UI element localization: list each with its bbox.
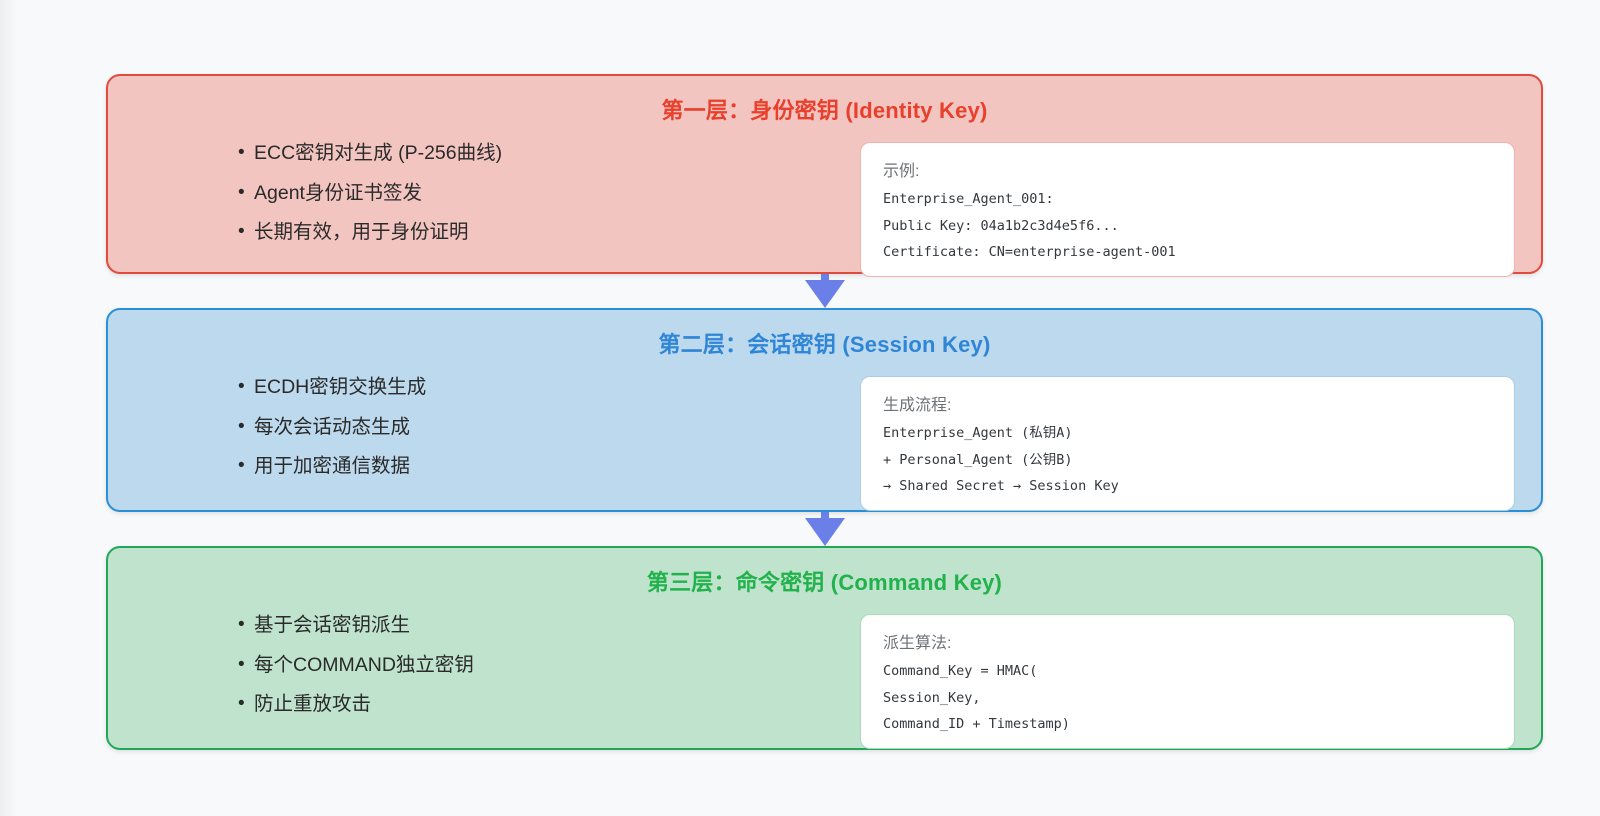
layer-title-session-key: 第二层：会话密钥 (Session Key): [658, 332, 991, 357]
example-card-title: 示例:: [883, 163, 920, 181]
list-item: 基于会话密钥派生: [238, 615, 830, 636]
list-item: Agent身份证书签发: [238, 183, 830, 204]
code-line: Session_Key,: [883, 689, 981, 706]
layer-body-identity-key: ECC密钥对生成 (P-256曲线) Agent身份证书签发 长期有效，用于身份…: [130, 142, 1519, 277]
code-line: Certificate: CN=enterprise-agent-001: [883, 244, 1176, 261]
layer-body-session-key: ECDH密钥交换生成 每次会话动态生成 用于加密通信数据 生成流程: Enter…: [130, 376, 1519, 511]
page-left-gutter: [0, 0, 17, 816]
example-card-title: 派生算法:: [883, 635, 952, 653]
layers-container: 第一层：身份密钥 (Identity Key) ECC密钥对生成 (P-256曲…: [106, 74, 1543, 750]
example-card-title: 生成流程:: [883, 397, 952, 415]
code-line: + Personal_Agent (公钥B): [883, 451, 1073, 468]
list-item: 长期有效，用于身份证明: [238, 222, 830, 243]
code-line: Enterprise_Agent (私钥A): [883, 425, 1073, 442]
feature-list-identity-key: ECC密钥对生成 (P-256曲线) Agent身份证书签发 长期有效，用于身份…: [130, 142, 830, 243]
arrow-head: [804, 280, 845, 308]
list-item: 每次会话动态生成: [238, 417, 830, 438]
list-item: ECDH密钥交换生成: [238, 377, 830, 398]
code-line: → Shared Secret → Session Key: [883, 478, 1119, 495]
code-line: Enterprise_Agent_001:: [883, 191, 1054, 208]
layer-title-identity-key: 第一层：身份密钥 (Identity Key): [661, 98, 988, 123]
layer-body-command-key: 基于会话密钥派生 每个COMMAND独立密钥 防止重放攻击 派生算法: Comm…: [130, 614, 1519, 749]
example-card-session-key: 生成流程: Enterprise_Agent (私钥A) + Personal_…: [860, 376, 1515, 511]
example-card-command-key: 派生算法: Command_Key = HMAC( Session_Key, C…: [860, 614, 1515, 749]
list-item: ECC密钥对生成 (P-256曲线): [238, 143, 830, 164]
feature-list-command-key: 基于会话密钥派生 每个COMMAND独立密钥 防止重放攻击: [130, 614, 830, 715]
feature-list-session-key: ECDH密钥交换生成 每次会话动态生成 用于加密通信数据: [130, 376, 830, 477]
layer-panel-identity-key: 第一层：身份密钥 (Identity Key) ECC密钥对生成 (P-256曲…: [106, 74, 1543, 277]
arrow-head: [804, 518, 845, 546]
code-line: Command_Key = HMAC(: [883, 663, 1038, 680]
layer-panel-session-key: 第二层：会话密钥 (Session Key) ECDH密钥交换生成 每次会话动态…: [106, 308, 1543, 512]
layer-title-command-key: 第三层：命令密钥 (Command Key): [646, 570, 1003, 595]
arrow-down-icon: [804, 274, 845, 308]
arrow-stem: [820, 274, 829, 283]
list-item: 防止重放攻击: [238, 694, 830, 715]
arrow-stem: [820, 512, 829, 521]
arrow-down-icon: [804, 512, 845, 546]
code-line: Command_ID + Timestamp): [883, 716, 1070, 733]
connector-identity-to-session: [106, 274, 1543, 308]
code-line: Public Key: 04a1b2c3d4e5f6...: [883, 217, 1119, 234]
list-item: 每个COMMAND独立密钥: [238, 655, 830, 676]
list-item: 用于加密通信数据: [238, 456, 830, 477]
connector-session-to-command: [106, 512, 1543, 546]
layer-panel-command-key: 第三层：命令密钥 (Command Key) 基于会话密钥派生 每个COMMAN…: [106, 546, 1543, 750]
example-card-identity-key: 示例: Enterprise_Agent_001: Public Key: 04…: [860, 142, 1515, 277]
